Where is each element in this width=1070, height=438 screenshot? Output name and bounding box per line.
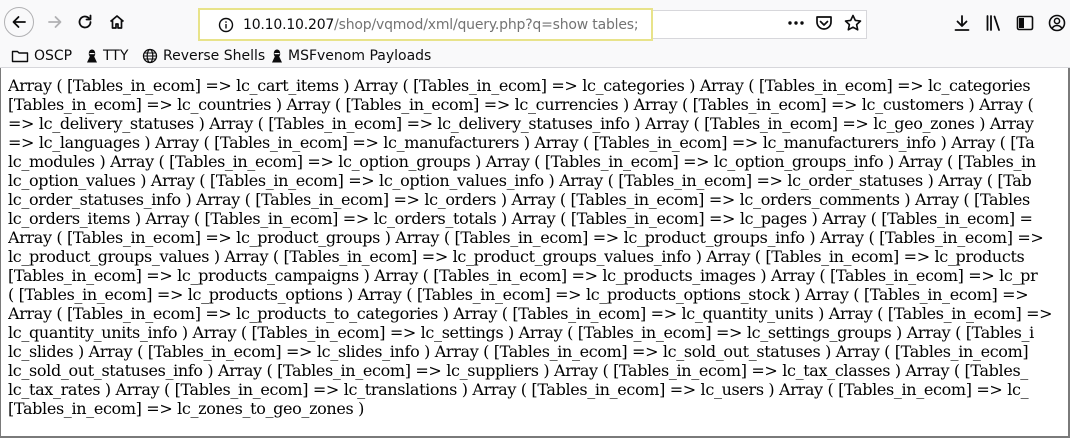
folder-icon xyxy=(11,50,29,63)
output-line: Array ( [Tables_in_ecom] => lc_product_g… xyxy=(8,228,1044,247)
bookmarks-toolbar: OSCP TTY Reverse Shells MSFvenom Payload… xyxy=(0,44,1070,68)
output-line: [Tables_in_ecom] => lc_zones_to_geo_zone… xyxy=(8,399,364,418)
more-icon[interactable] xyxy=(786,13,806,33)
url-text[interactable]: 10.10.10.207/shop/vqmod/xml/query.php?q=… xyxy=(243,16,639,33)
output-line: => lc_languages ) Array ( [Tables_in_eco… xyxy=(8,133,1035,152)
url-path: /shop/vqmod/xml/query.php?q=show tables; xyxy=(334,16,639,33)
bookmark-oscp[interactable]: OSCP xyxy=(11,47,72,65)
output-line: Array ( [Tables_in_ecom] => lc_cart_item… xyxy=(8,76,1031,95)
url-host: 10.10.10.207 xyxy=(243,16,335,33)
url-bar[interactable]: 10.10.10.207/shop/vqmod/xml/query.php?q=… xyxy=(198,8,653,41)
output-line: Array ( [Tables_in_ecom] => lc_products_… xyxy=(8,304,1053,323)
url-bar-actions xyxy=(653,10,867,39)
pocket-icon[interactable] xyxy=(814,13,834,33)
window-border xyxy=(0,436,1070,438)
forward-arrow-icon xyxy=(48,16,62,28)
bookmark-label: MSFvenom Payloads xyxy=(288,48,432,64)
info-icon[interactable] xyxy=(218,17,234,33)
output-line: lc_slides ) Array ( [Tables_in_ecom] => … xyxy=(8,342,1029,361)
sidebar-icon[interactable] xyxy=(1015,13,1035,33)
window-border xyxy=(0,68,1,438)
output-line: lc_sold_out_statuses_info ) Array ( [Tab… xyxy=(8,361,1028,380)
output-line: lc_orders_items ) Array ( [Tables_in_eco… xyxy=(8,209,1033,228)
bookmark-msfvenom-payloads[interactable]: MSFvenom Payloads xyxy=(271,47,431,65)
output-line: lc_modules ) Array ( [Tables_in_ecom] =>… xyxy=(8,152,1036,171)
browser-toolbar: 10.10.10.207/shop/vqmod/xml/query.php?q=… xyxy=(0,0,1070,44)
bookmark-reverse-shells[interactable]: Reverse Shells xyxy=(142,47,265,65)
bookmark-label: OSCP xyxy=(34,48,73,64)
forward-button[interactable] xyxy=(40,7,70,37)
output-line: lc_order_statuses_info ) Array ( [Tables… xyxy=(8,190,1030,209)
library-icon[interactable] xyxy=(984,13,1004,33)
hacker-icon xyxy=(272,49,282,63)
account-icon[interactable] xyxy=(1047,13,1067,33)
globe-icon xyxy=(142,48,158,64)
star-icon[interactable] xyxy=(843,13,863,33)
back-arrow-icon xyxy=(12,16,26,28)
hacker-icon xyxy=(87,49,97,63)
window-border xyxy=(1068,68,1070,438)
output-line: lc_tax_rates ) Array ( [Tables_in_ecom] … xyxy=(8,380,1029,399)
bookmark-label: Reverse Shells xyxy=(163,48,266,64)
output-line: lc_option_values ) Array ( [Tables_in_ec… xyxy=(8,171,1032,190)
output-line: lc_quantity_units_info ) Array ( [Tables… xyxy=(8,323,1034,342)
reload-icon xyxy=(78,14,92,29)
home-icon xyxy=(109,15,125,29)
output-line: lc_product_groups_values ) Array ( [Tabl… xyxy=(8,247,1025,266)
output-line: [Tables_in_ecom] => lc_countries ) Array… xyxy=(8,95,1034,114)
bookmark-label: TTY xyxy=(103,48,129,64)
output-line: => lc_delivery_statuses ) Array ( [Table… xyxy=(8,114,1034,133)
back-button[interactable] xyxy=(4,7,34,37)
bookmark-tty[interactable]: TTY xyxy=(86,47,128,65)
reload-button[interactable] xyxy=(70,7,100,37)
output-line: [Tables_in_ecom] => lc_products_campaign… xyxy=(8,266,1038,285)
output-line: ( [Tables_in_ecom] => lc_products_option… xyxy=(8,285,1029,304)
download-icon[interactable] xyxy=(952,13,972,33)
home-button[interactable] xyxy=(102,7,132,37)
page-content: Array ( [Tables_in_ecom] => lc_cart_item… xyxy=(8,76,1070,426)
